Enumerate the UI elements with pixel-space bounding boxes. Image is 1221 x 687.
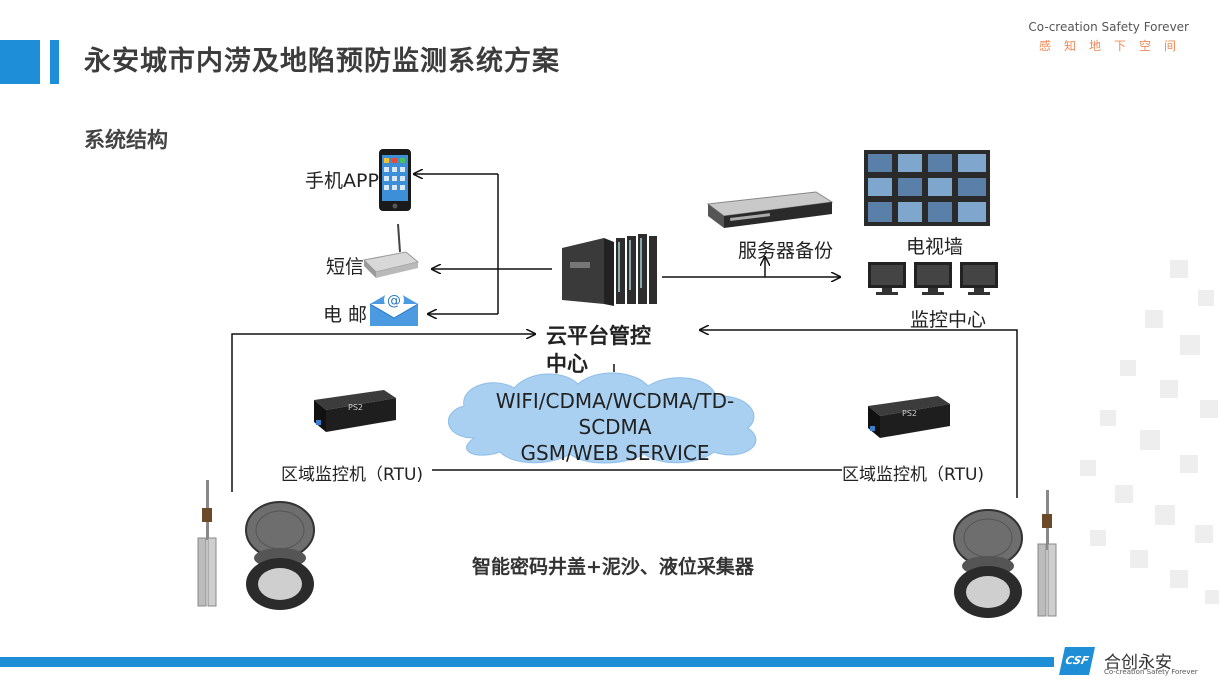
network-protocols-text: WIFI/CDMA/WCDMA/TD- SCDMA GSM/WEB SERVIC… — [470, 388, 760, 466]
monitor-center-label: 监控中心 — [910, 309, 987, 331]
cloud-network-shape — [448, 372, 757, 464]
tv-wall-label: 电视墙 — [906, 236, 964, 258]
footer-bar — [0, 657, 1054, 667]
section-title: 系统结构 — [84, 128, 168, 152]
title-accent-decoration — [50, 40, 59, 84]
title-bar-decoration — [0, 40, 40, 84]
svg-text:PS2: PS2 — [348, 403, 363, 412]
rtu-device-left-icon: PS2 — [314, 390, 396, 432]
collector-label: 智能密码井盖+泥沙、液位采集器 — [472, 556, 754, 578]
rtu-device-right-icon: PS2 — [868, 396, 950, 438]
sms-label: 短信 — [326, 256, 365, 278]
network-line-3: GSM/WEB SERVICE — [520, 441, 710, 465]
tv-wall-icon — [864, 150, 990, 226]
brand-tagline-en: Co-creation Safety Forever — [1028, 20, 1189, 34]
email-icon: @ — [369, 290, 419, 326]
server-backup-label: 服务器备份 — [738, 240, 834, 262]
router-icon — [362, 223, 420, 278]
svg-text:PS2: PS2 — [902, 409, 917, 418]
smartphone-icon — [379, 149, 411, 211]
csf-logo-icon: CSF — [1059, 647, 1095, 675]
page-title: 永安城市内涝及地陷预防监测系统方案 — [84, 46, 560, 77]
network-line-2: SCDMA — [578, 415, 652, 439]
manhole-cover-left-icon — [245, 501, 315, 610]
background-pattern — [1080, 260, 1219, 604]
rtu-left-label: 区域监控机（RTU) — [281, 465, 424, 485]
manhole-cover-right-icon — [953, 509, 1023, 618]
brand-tagline-cn: 感知地下空间 — [1038, 39, 1189, 53]
level-sensor-right-icon — [1037, 490, 1057, 617]
level-sensor-left-icon — [197, 480, 217, 607]
svg-text:@: @ — [387, 293, 401, 309]
cloud-center-label-line1: 云平台管控 — [546, 324, 651, 348]
footer-slogan: Co-creation Safety Forever — [1104, 668, 1198, 676]
network-line-1: WIFI/CDMA/WCDMA/TD- — [495, 389, 735, 413]
mobile-app-label: 手机APP — [305, 170, 379, 192]
footer-brand-name: 合创永安 — [1104, 653, 1172, 673]
rack-server-icon — [706, 191, 834, 228]
server-cluster-icon — [562, 234, 657, 306]
monitors-icon — [868, 262, 998, 295]
rtu-right-label: 区域监控机（RTU) — [842, 465, 985, 485]
email-label: 电 邮 — [323, 304, 368, 326]
cloud-center-label-line2: 中心 — [546, 352, 588, 376]
